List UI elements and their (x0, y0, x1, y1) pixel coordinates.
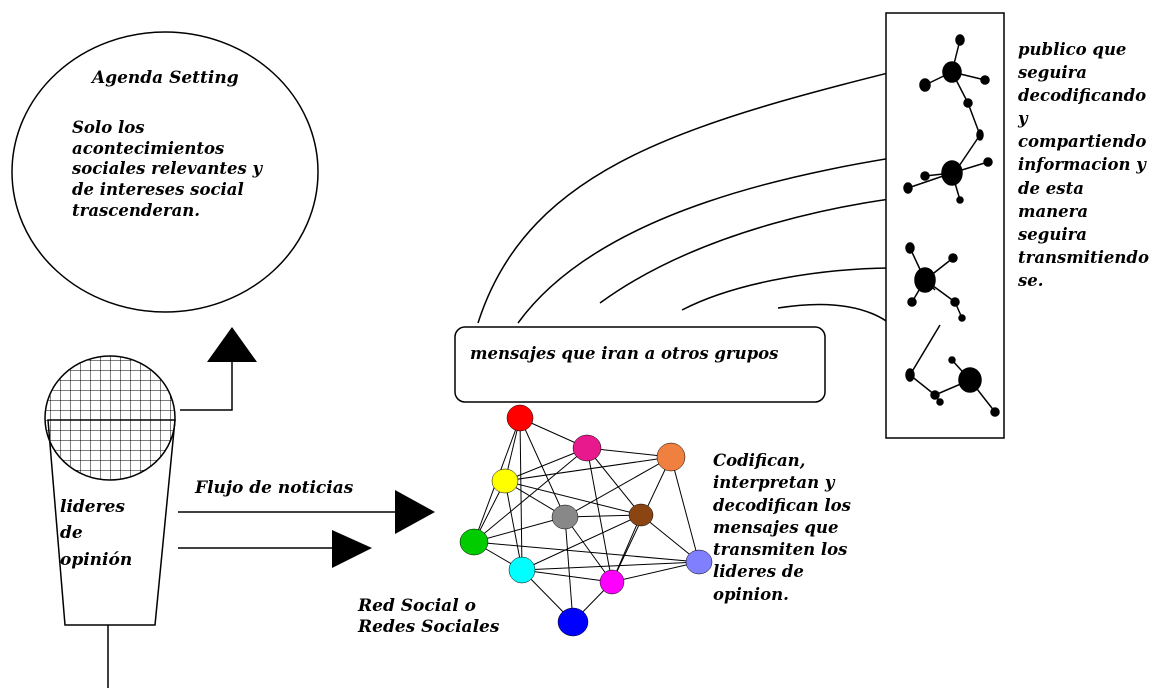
public-cluster-2 (903, 157, 993, 204)
messages-box (454, 326, 826, 403)
public-cluster-4 (905, 324, 1000, 417)
agenda-text: Solo los acontecimientos sociales releva… (72, 118, 263, 220)
node-orange (656, 442, 686, 472)
flow-label: Flujo de noticias (195, 478, 354, 498)
agenda-arrow-head (207, 327, 257, 362)
codify-text: Codifican, interpretan y decodifican los… (713, 451, 851, 604)
public-cluster-3 (905, 242, 966, 322)
curve-2 (517, 149, 946, 324)
curve-1 (477, 59, 941, 324)
node-magenta (572, 434, 602, 462)
node-brown (628, 503, 654, 527)
node-lavender (685, 549, 713, 575)
curve-4 (681, 267, 896, 311)
node-yellow (491, 468, 519, 494)
agenda-circle (11, 31, 319, 313)
messages-box-label: mensajes que iran a otros grupos (470, 344, 779, 363)
node-green (459, 528, 489, 556)
agenda-title: Agenda Setting (92, 68, 239, 88)
flow-arrow-bottom-head (332, 530, 372, 568)
node-red (506, 404, 534, 432)
microphone-label: lideres de opinión (60, 497, 133, 570)
node-gray (551, 504, 579, 530)
network-label: Red Social o Redes Sociales (358, 596, 500, 638)
agenda-arrow-line (180, 362, 233, 411)
network-nodes (459, 404, 713, 637)
node-pink (599, 569, 625, 595)
node-blue (557, 607, 589, 637)
flow-arrow-top-head (395, 490, 435, 534)
public-cluster-1 (919, 34, 990, 173)
public-text: publico que seguira decodificando y comp… (1018, 40, 1149, 290)
microphone-head (44, 355, 176, 481)
node-cyan (508, 556, 536, 584)
